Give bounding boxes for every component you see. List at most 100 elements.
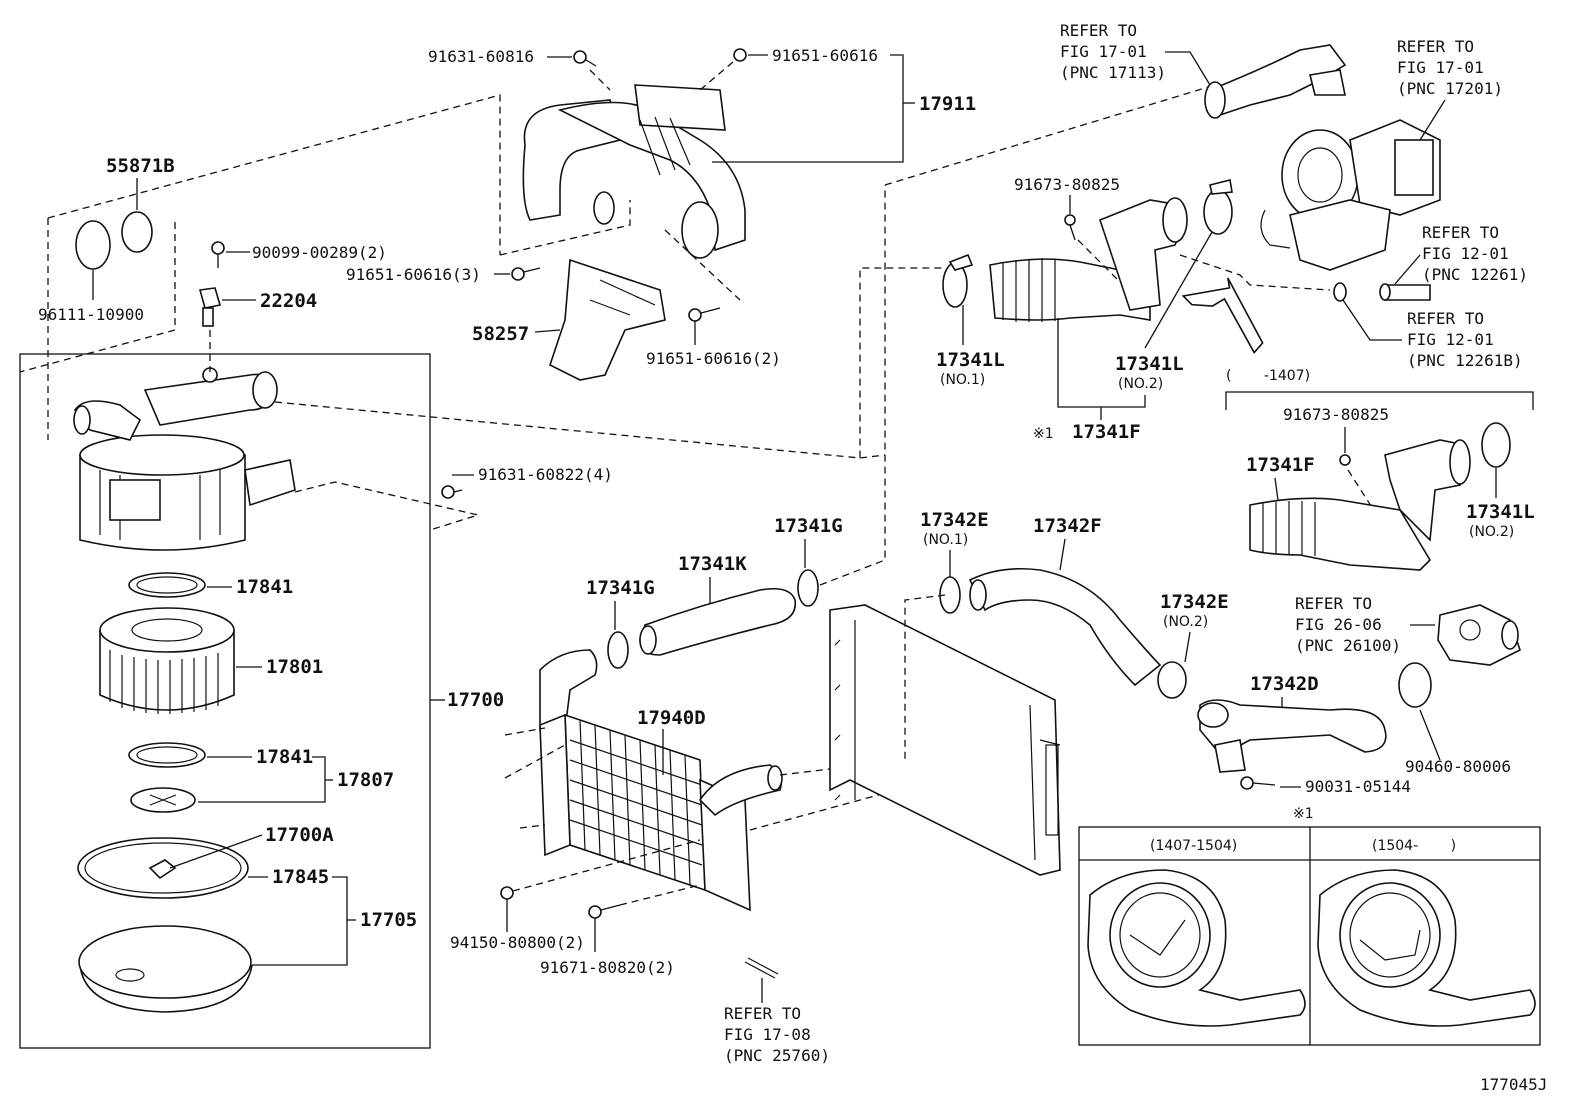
label-17700: 17700 (447, 689, 504, 711)
air-duct-58257 (549, 258, 666, 381)
label-17341F-mark: ※1 (1033, 426, 1054, 442)
clamp-17341L-no2 (1203, 189, 1233, 235)
label-17341L-no1-sub: (NO.1) (940, 372, 985, 388)
label-range-1407: ( -1407) (1226, 368, 1310, 384)
ref-12261B-line3: (PNC 12261B) (1407, 351, 1523, 370)
intercooler-17940D (539, 713, 783, 912)
label-90099-00289: 90099-00289(2) (252, 243, 387, 262)
clamp-17341G-left (607, 631, 629, 669)
bolt-91631-60816 (573, 50, 587, 64)
label-17341F-b: 17341F (1246, 454, 1315, 476)
filter-element-17801 (99, 607, 235, 714)
label-17341G-right: 17341G (774, 515, 843, 537)
label-17341L-no2-variant-sub: (NO.2) (1469, 524, 1514, 540)
label-17342D: 17342D (1250, 673, 1319, 695)
air-cleaner-assembly-frame (19, 353, 431, 1049)
air-cleaner-case (73, 367, 296, 551)
throttle-body-26100 (1437, 604, 1521, 666)
label-inset-left: (1407-1504) (1150, 838, 1237, 854)
label-17807: 17807 (337, 769, 394, 791)
label-94150-80800: 94150-80800(2) (450, 933, 585, 952)
ref-25760-line3: (PNC 25760) (724, 1046, 830, 1065)
label-58257: 58257 (472, 323, 529, 345)
radiator-outline (829, 604, 1061, 876)
label-17801: 17801 (266, 656, 323, 678)
label-91651-60616-2: 91651-60616(2) (646, 349, 781, 368)
label-17341L-no2: 17341L (1115, 353, 1184, 375)
label-17940D: 17940D (637, 707, 706, 729)
label-17341L-no2-sub: (NO.2) (1118, 376, 1163, 392)
clamp-90460 (1398, 662, 1432, 708)
label-17341L-no2-variant: 17341L (1466, 501, 1535, 523)
clamp-96111 (75, 220, 111, 270)
label-17342E-no2: 17342E (1160, 591, 1229, 613)
hose-55871B (121, 211, 153, 253)
ref-25760-line1: REFER TO (724, 1004, 801, 1023)
bolt-91631-60822 (441, 485, 455, 499)
bolt-91671 (588, 905, 602, 919)
label-90031-05144: 90031-05144 (1305, 777, 1411, 796)
screw-90099 (211, 241, 225, 255)
ref-25760-line2: FIG 17-08 (724, 1025, 811, 1044)
turbocharger (1260, 119, 1441, 271)
label-55871B: 55871B (106, 155, 175, 177)
label-17705: 17705 (360, 909, 417, 931)
direction-arrow (1181, 277, 1264, 354)
intercooler-inlet-pipe (539, 649, 598, 731)
label-inset-right: (1504- ) (1372, 838, 1456, 854)
intake-hose-17341F (989, 197, 1188, 322)
hose-17342F (968, 567, 1162, 687)
clamp-17341L-no2-variant (1481, 422, 1511, 468)
ref-12261-line3: (PNC 12261) (1422, 265, 1528, 284)
sensor-22204 (198, 287, 222, 309)
intake-hose-17341F-variant (1249, 439, 1471, 571)
ref-26100-line3: (PNC 26100) (1295, 636, 1401, 655)
ref-17113-line1: REFER TO (1060, 21, 1137, 40)
label-17342F: 17342F (1033, 515, 1102, 537)
label-91673-80825-b: 91673-80825 (1283, 405, 1389, 424)
bolt-91651-60616-top (733, 48, 747, 62)
label-17841-lower: 17841 (256, 746, 313, 768)
label-17341L-no1: 17341L (936, 349, 1005, 371)
label-17341G-left: 17341G (586, 577, 655, 599)
label-17845: 17845 (272, 866, 329, 888)
bolt-91651-60616-2 (688, 308, 702, 322)
label-17700A: 17700A (265, 824, 334, 846)
label-91631-60822: 91631-60822(4) (478, 465, 613, 484)
ref-12261-line1: REFER TO (1422, 223, 1499, 242)
bolt-91651-60616-3 (511, 267, 525, 281)
inset-left-detail (1087, 869, 1306, 1027)
pipe-25760 (744, 957, 779, 979)
label-17341K: 17341K (678, 553, 747, 575)
label-17342E-no1: 17342E (920, 509, 989, 531)
ref-12261-line2: FIG 12-01 (1422, 244, 1509, 263)
label-91671-80820: 91671-80820(2) (540, 958, 675, 977)
label-91673-80825-a: 91673-80825 (1014, 175, 1120, 194)
inset-right-detail (1317, 869, 1536, 1027)
diagram-id: 177045J (1480, 1075, 1547, 1094)
ref-12261B-line2: FIG 12-01 (1407, 330, 1494, 349)
turbo-inlet-pipe (1204, 44, 1347, 119)
bolt-91673-80825-a (1064, 214, 1076, 226)
label-22204: 22204 (260, 290, 317, 312)
ref-17201-line1: REFER TO (1397, 37, 1474, 56)
intake-duct-17911 (522, 84, 746, 259)
label-91631-60816: 91631-60816 (428, 47, 534, 66)
ref-26100-line2: FIG 26-06 (1295, 615, 1382, 634)
ref-17201-line3: (PNC 17201) (1397, 79, 1503, 98)
label-17341F: 17341F (1072, 421, 1141, 443)
label-17342E-no1-sub: (NO.1) (923, 532, 968, 548)
hose-12261 (1384, 284, 1431, 301)
ref-17113-line3: (PNC 17113) (1060, 63, 1166, 82)
bolt-90031 (1240, 776, 1254, 790)
label-inset-mark: ※1 (1293, 806, 1314, 822)
clamp-12261B (1333, 282, 1347, 302)
label-91651-60616-3: 91651-60616(3) (346, 265, 481, 284)
ref-26100-line1: REFER TO (1295, 594, 1372, 613)
clamp-17341G-right (797, 569, 819, 607)
ref-17113-line2: FIG 17-01 (1060, 42, 1147, 61)
ref-17201-line2: FIG 17-01 (1397, 58, 1484, 77)
label-17911: 17911 (919, 93, 976, 115)
